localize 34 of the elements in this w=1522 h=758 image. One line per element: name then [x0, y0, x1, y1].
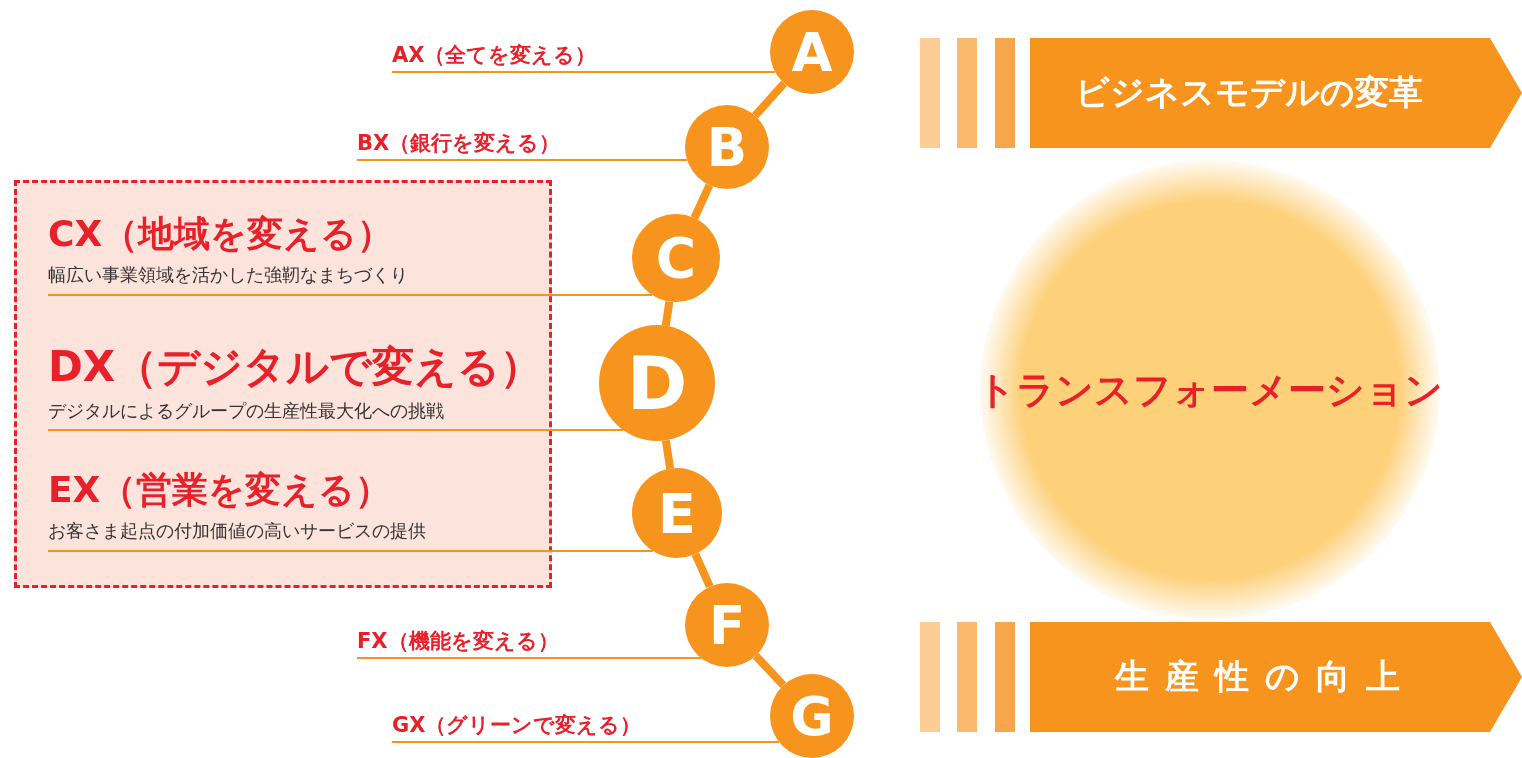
description-text: 幅広い事業領域を活かした強靭なまちづくり — [48, 263, 409, 287]
leader-line — [391, 741, 780, 743]
heading-text: EX（営業を変える） — [48, 468, 393, 512]
letter-circle: A — [770, 10, 854, 94]
leader-line — [356, 657, 702, 659]
letter-circle: G — [770, 674, 854, 758]
letter-circle: F — [685, 583, 769, 667]
connector-line — [691, 552, 714, 589]
description-text: デジタルによるグループの生産性最大化への挑戦 — [48, 399, 445, 423]
connector-line — [661, 439, 675, 470]
description-text: お客さま起点の付加価値の高いサービスの提供 — [48, 519, 427, 543]
label-text: BX（銀行を変える） — [357, 126, 587, 160]
dashed-highlight-box — [14, 180, 552, 588]
leader-line — [356, 159, 689, 161]
letter-circle: C — [632, 214, 720, 302]
arrow-banner: ビジネスモデルの変革 — [1030, 38, 1522, 148]
label-text: AX（全てを変える） — [392, 38, 622, 72]
letter-circle: D — [599, 325, 715, 441]
label-text: FX（機能を変える） — [357, 624, 587, 658]
leader-line — [391, 71, 777, 73]
connector-line — [752, 652, 787, 689]
connector-line — [752, 80, 787, 119]
leader-line — [47, 550, 654, 552]
leader-line — [47, 429, 624, 431]
letter-circle: E — [632, 468, 722, 558]
heading-text: CX（地域を変える） — [48, 212, 395, 256]
arrow-banner: 生産性の向上 — [1030, 622, 1522, 732]
leader-line — [47, 294, 654, 296]
connector-line — [690, 183, 714, 220]
glow-circle: トランスフォーメーション — [980, 160, 1440, 620]
letter-circle: B — [685, 105, 769, 189]
connector-line — [661, 300, 674, 327]
heading-text: DX（デジタルで変える） — [48, 341, 544, 393]
label-text: GX（グリーンで変える） — [392, 708, 672, 742]
